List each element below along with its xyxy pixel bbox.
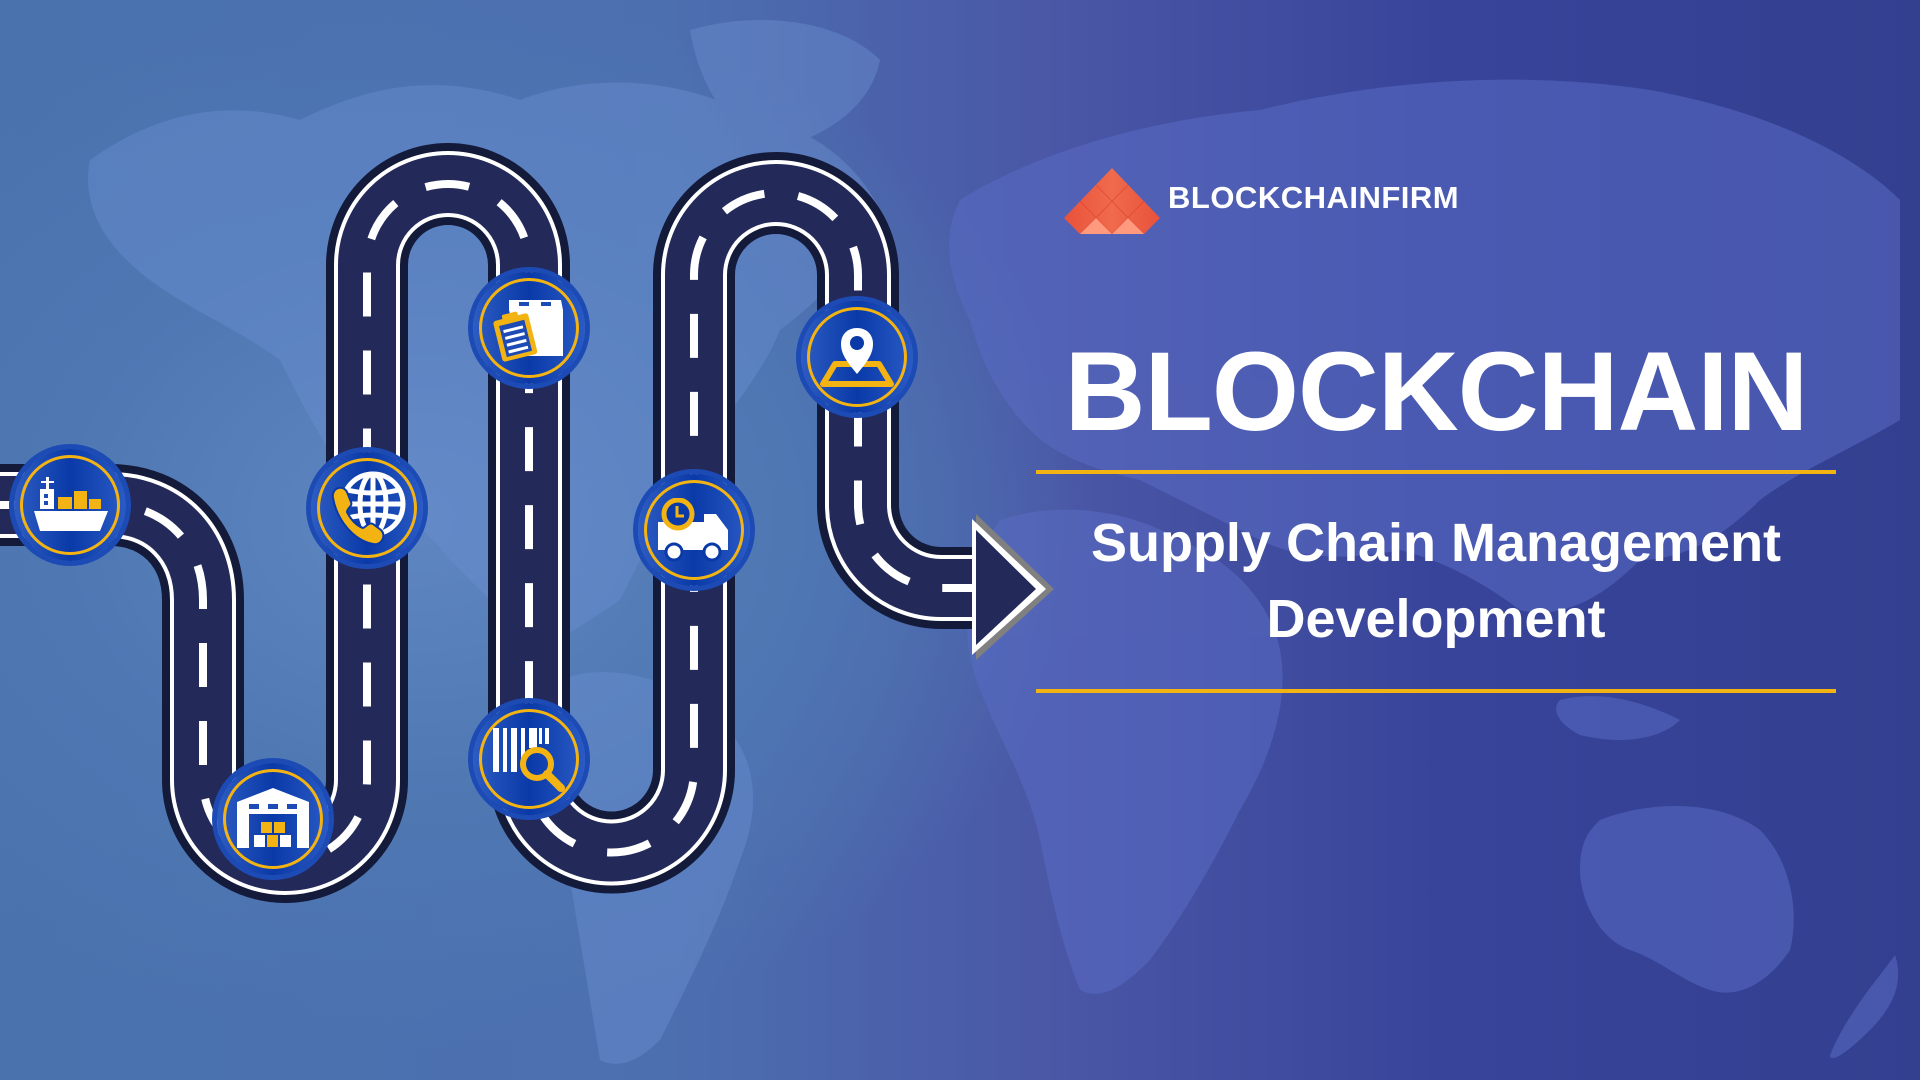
step-warehouse	[217, 763, 329, 875]
brand-logo	[1062, 166, 1162, 236]
arrow-right-icon	[972, 514, 1054, 660]
step-timed-delivery	[638, 474, 750, 586]
box-clipboard-icon	[493, 300, 563, 362]
map-pin-icon	[820, 328, 894, 387]
warehouse-icon	[237, 788, 309, 848]
step-location-destination	[801, 301, 913, 413]
step-barcode-tracking	[473, 703, 585, 815]
pyramid-diamond-grid-icon	[1064, 168, 1160, 235]
page-title: BLOCKCHAIN	[1064, 329, 1809, 454]
step-shipping	[14, 449, 126, 561]
step-order-packaging	[473, 272, 585, 384]
step-global-communication	[311, 452, 423, 564]
subtitle-line-2: Development	[1266, 589, 1606, 649]
barcode-search-icon	[493, 728, 565, 792]
subtitle-line-1: Supply Chain Management	[1090, 513, 1782, 573]
brand-name: BLOCKCHAINFIRM	[1168, 180, 1460, 215]
globe-phone-icon	[331, 471, 406, 546]
delivery-truck-clock-icon	[658, 498, 728, 562]
divider-bottom	[1036, 689, 1836, 693]
divider-top	[1036, 470, 1836, 474]
cargo-ship-icon	[34, 477, 108, 531]
